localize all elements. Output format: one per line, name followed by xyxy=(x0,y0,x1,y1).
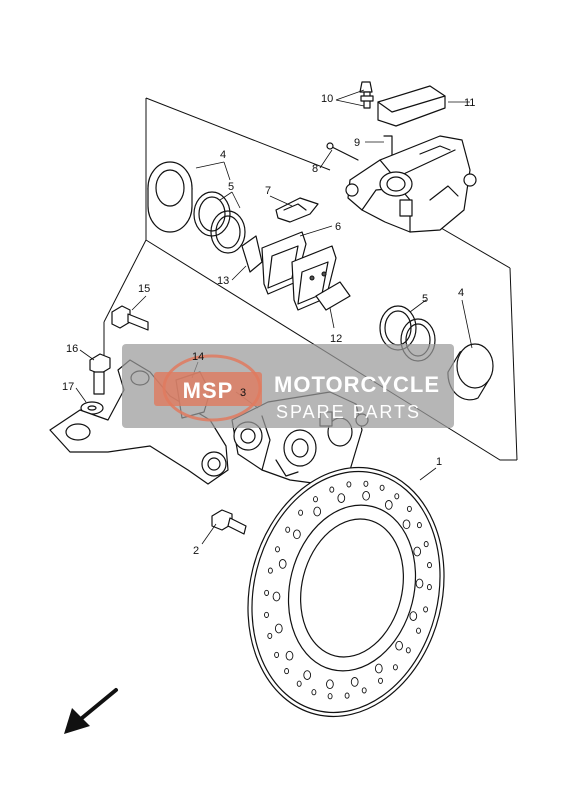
disc-hole xyxy=(313,506,322,517)
callout-11: 11 xyxy=(464,97,475,109)
disc-hole xyxy=(361,687,367,694)
disc-hole xyxy=(402,519,411,530)
callout-4-right: 4 xyxy=(458,287,464,299)
disc-hole xyxy=(423,541,429,548)
disc-hole xyxy=(362,490,370,501)
disc-hole xyxy=(296,680,302,687)
leader-lines xyxy=(75,89,473,545)
pad-spring xyxy=(275,197,319,223)
callout-15: 15 xyxy=(138,283,150,295)
disc-hole xyxy=(374,663,383,674)
disc-hole xyxy=(267,567,273,574)
disc-holes xyxy=(264,480,432,700)
callout-8: 8 xyxy=(312,163,318,175)
disc-hole xyxy=(413,546,422,557)
pad-pin xyxy=(326,142,359,161)
disc-bolt xyxy=(211,509,247,535)
callout-6: 6 xyxy=(335,221,341,233)
disc-hole xyxy=(285,526,291,533)
watermark-logo-icon: MSP xyxy=(154,354,262,422)
disc-hole xyxy=(264,589,270,596)
callout-17: 17 xyxy=(62,381,74,393)
disc-hole xyxy=(392,664,398,671)
disc-hole xyxy=(274,623,283,634)
callout-labels: 1 2 3 4 4 5 5 6 7 8 9 10 11 12 13 14 15 … xyxy=(62,93,475,557)
callout-5-left: 5 xyxy=(228,181,234,193)
disc-hole xyxy=(275,546,280,553)
disc-hole xyxy=(264,611,269,618)
callout-7: 7 xyxy=(265,185,271,197)
callout-14: 14 xyxy=(192,351,204,363)
callout-3: 3 xyxy=(240,387,246,399)
disc-hole xyxy=(285,650,294,661)
disc-hole xyxy=(406,505,412,512)
pad-shim-left xyxy=(241,235,263,273)
disc-hole xyxy=(378,677,383,684)
bleed-screw xyxy=(359,81,374,109)
piston-right xyxy=(447,343,494,401)
disc-hole xyxy=(405,647,411,654)
disc-hole xyxy=(415,578,424,589)
disc-hole xyxy=(416,522,422,529)
pad-shim-right xyxy=(315,281,351,311)
callout-1: 1 xyxy=(436,456,442,468)
piston-left xyxy=(147,161,193,233)
disc-hole xyxy=(267,632,273,639)
disc-hole xyxy=(394,493,400,500)
disc-hole xyxy=(384,500,393,510)
disc-hole xyxy=(284,668,290,675)
disc-hole xyxy=(311,689,317,696)
watermark-logo-text: MSP xyxy=(183,378,234,403)
disc-hole xyxy=(423,606,429,613)
disc-hole xyxy=(313,496,318,503)
watermark-line-1: MOTORCYCLE xyxy=(274,372,440,397)
disc-hole xyxy=(409,611,418,621)
callout-12: 12 xyxy=(330,333,342,345)
watermark: MSP MOTORCYCLE SPARE PARTS xyxy=(122,344,454,428)
front-direction-arrow-icon xyxy=(64,688,118,734)
disc-hole xyxy=(303,670,312,680)
disc-hole xyxy=(329,486,335,493)
pad-cover xyxy=(377,85,446,127)
disc-hole xyxy=(363,480,369,487)
disc-hole xyxy=(326,679,334,690)
disc-hole xyxy=(426,584,432,591)
disc-hole xyxy=(379,484,385,491)
disc-hole xyxy=(346,481,352,488)
callout-2: 2 xyxy=(193,545,199,557)
disc-hole xyxy=(274,651,280,658)
disc-hole xyxy=(327,693,333,700)
watermark-line-2: SPARE PARTS xyxy=(276,402,421,422)
disc-hole xyxy=(278,559,287,569)
callout-9: 9 xyxy=(354,137,360,149)
callout-5-right: 5 xyxy=(422,293,428,305)
disc-hole xyxy=(427,562,432,569)
disc-hole xyxy=(293,529,301,540)
disc-hole xyxy=(395,640,403,651)
piston-seals-left xyxy=(193,191,246,254)
disc-hole xyxy=(298,509,304,516)
bolt-16 xyxy=(89,353,111,395)
callout-16: 16 xyxy=(66,343,78,355)
disc-hole xyxy=(272,591,281,602)
brake-disc xyxy=(247,466,445,718)
disc-hole xyxy=(337,493,346,503)
callout-4-left: 4 xyxy=(220,149,226,161)
disc-hole xyxy=(416,627,421,634)
disc-hole xyxy=(350,677,359,687)
disc-hole xyxy=(344,692,350,699)
bolt-15 xyxy=(111,305,149,331)
caliper-upper xyxy=(345,135,477,233)
callout-10: 10 xyxy=(321,93,333,105)
callout-13: 13 xyxy=(217,275,229,287)
